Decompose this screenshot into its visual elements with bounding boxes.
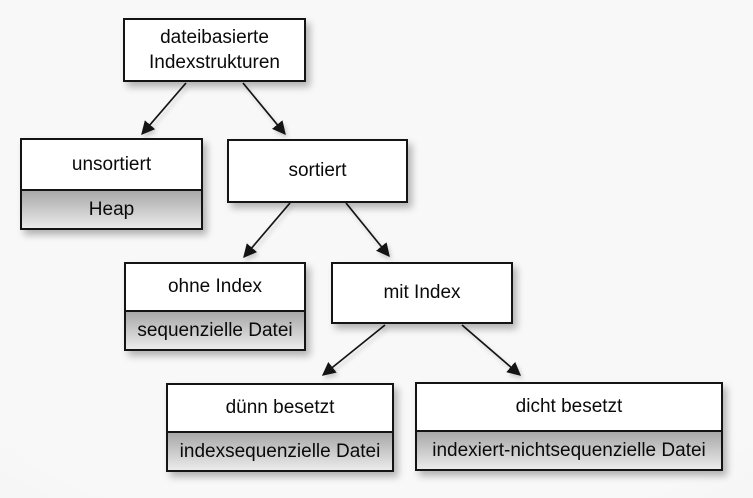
node-unsortiert-label: unsortiert bbox=[71, 153, 152, 175]
node-duenn-besetzt: dünn besetzt indexsequenzielle Datei bbox=[166, 383, 394, 472]
edge-root-sortiert bbox=[242, 82, 286, 136]
node-root-label: dateibasierte Indexstrukturen bbox=[149, 26, 280, 73]
edge-sortiert-ohne-index bbox=[243, 202, 291, 259]
node-duenn-besetzt-label: dünn besetzt bbox=[225, 397, 335, 419]
node-dicht-besetzt-label: dicht besetzt bbox=[515, 396, 623, 418]
node-sortiert: sortiert bbox=[227, 139, 408, 203]
edge-mit-index-dicht-besetzt bbox=[461, 324, 522, 376]
node-ohne-index: ohne Index sequenzielle Datei bbox=[124, 262, 306, 351]
node-ohne-index-label: ohne Index bbox=[167, 276, 263, 298]
node-dicht-besetzt-sublabel: indexiert-nichtsequenzielle Datei bbox=[417, 430, 721, 469]
node-unsortiert: unsortiert Heap bbox=[20, 138, 203, 230]
node-sortiert-label: sortiert bbox=[288, 160, 347, 182]
edge-root-unsortiert bbox=[141, 82, 187, 136]
edge-mit-index-duenn-besetzt bbox=[321, 324, 386, 376]
node-root: dateibasierte Indexstrukturen bbox=[123, 18, 306, 82]
node-duenn-besetzt-sublabel: indexsequenzielle Datei bbox=[168, 431, 392, 470]
node-unsortiert-sublabel: Heap bbox=[22, 189, 201, 228]
node-dicht-besetzt: dicht besetzt indexiert-nichtsequenziell… bbox=[415, 382, 723, 471]
node-mit-index-label: mit Index bbox=[383, 282, 461, 304]
node-ohne-index-sublabel: sequenzielle Datei bbox=[126, 310, 304, 349]
edge-sortiert-mit-index bbox=[345, 202, 390, 258]
node-mit-index: mit Index bbox=[331, 262, 513, 324]
